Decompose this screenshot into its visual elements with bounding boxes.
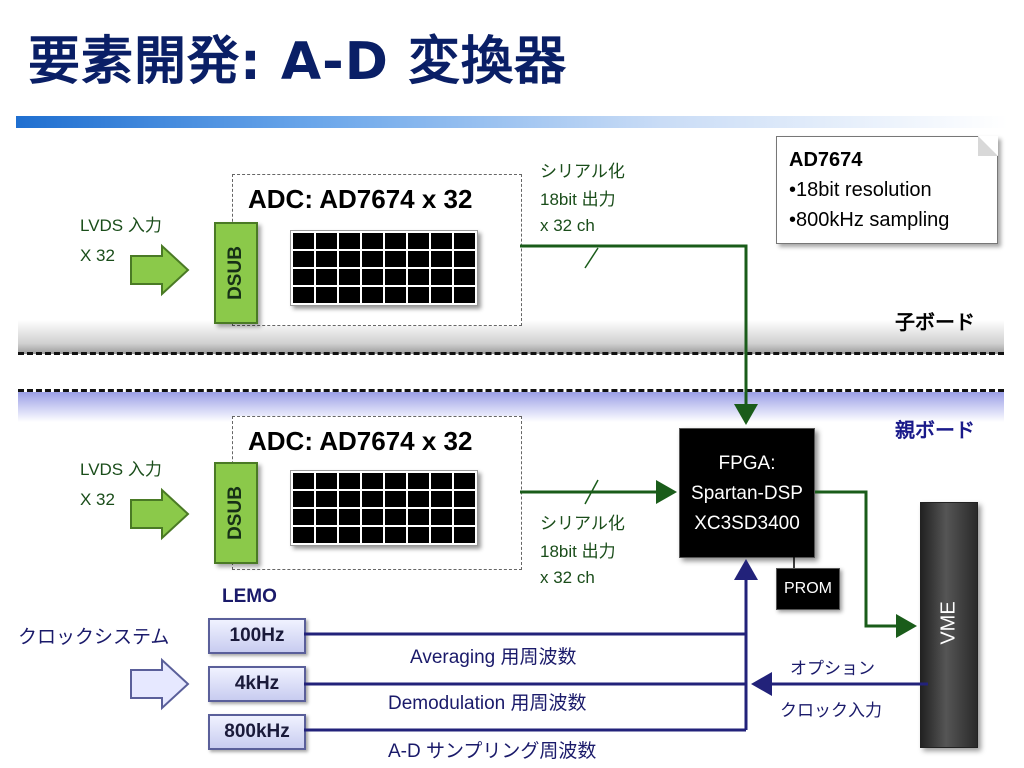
child-dsub-connector: DSUB <box>214 222 258 324</box>
lemo-4khz: 4kHz <box>208 666 306 702</box>
option-label: オプション <box>790 659 875 678</box>
parent-serial-label: シリアル化 <box>540 514 625 533</box>
demodulation-frequency-label: Demodulation 用周波数 <box>388 693 587 714</box>
child-channel-count-label: x 32 ch <box>540 216 595 235</box>
note-heading: AD7674 <box>789 149 863 171</box>
sampling-frequency-label: A-D サンプリング周波数 <box>388 741 597 762</box>
fpga-part-number: XC3SD3400 <box>694 513 800 534</box>
parent-adc-array <box>290 470 478 546</box>
child-bit-output-label: 18bit 出力 <box>540 190 616 209</box>
clock-system-arrow <box>130 657 190 711</box>
parent-adc-title: ADC: AD7674 x 32 <box>248 426 473 456</box>
lemo-800khz: 800kHz <box>208 714 306 750</box>
parent-lvds-input-label: LVDS 入力 <box>80 460 162 479</box>
parent-channel-count-label: x 32 ch <box>540 568 595 587</box>
child-lvds-input-label: LVDS 入力 <box>80 216 162 235</box>
child-adc-array <box>290 230 478 306</box>
lemo-100hz: 100Hz <box>208 618 306 654</box>
child-bus-slash <box>584 247 599 269</box>
page-title: 要素開発: A-D 変換器 <box>28 32 567 92</box>
fpga-to-vme-line <box>815 490 917 638</box>
parent-lvds-arrow <box>130 487 190 541</box>
child-lvds-arrow <box>130 243 190 297</box>
title-underline-bar <box>16 116 1008 128</box>
parent-lvds-count-label: X 32 <box>80 490 115 509</box>
parent-board-label: 親ボード <box>895 418 975 442</box>
child-board-label: 子ボード <box>895 310 975 334</box>
parent-bus-slash <box>584 479 599 505</box>
child-adc-to-fpga-line <box>520 244 758 425</box>
fpga-label: FPGA: <box>718 453 776 474</box>
external-clock-input-label: クロック入力 <box>780 701 882 720</box>
averaging-frequency-label: Averaging 用周波数 <box>410 647 577 668</box>
fpga-chip: FPGA: Spartan-DSP XC3SD3400 <box>679 428 815 558</box>
note-fold-corner <box>978 136 998 156</box>
note-line-sampling: •800kHz sampling <box>789 209 950 231</box>
child-board-divider <box>18 352 1004 355</box>
spec-note: AD7674 •18bit resolution •800kHz samplin… <box>776 136 998 244</box>
child-adc-title: ADC: AD7674 x 32 <box>248 184 473 214</box>
parent-bit-output-label: 18bit 出力 <box>540 542 616 561</box>
lemo-label: LEMO <box>222 586 277 607</box>
child-lvds-count-label: X 32 <box>80 246 115 265</box>
parent-board-divider <box>18 389 1004 392</box>
child-serial-label: シリアル化 <box>540 162 625 181</box>
vme-bus: VME <box>920 502 978 748</box>
fpga-family: Spartan-DSP <box>691 483 803 504</box>
note-line-resolution: •18bit resolution <box>789 179 932 201</box>
clock-system-label: クロックシステム <box>18 627 170 648</box>
parent-dsub-connector: DSUB <box>214 462 258 564</box>
prom-chip: PROM <box>776 568 840 610</box>
